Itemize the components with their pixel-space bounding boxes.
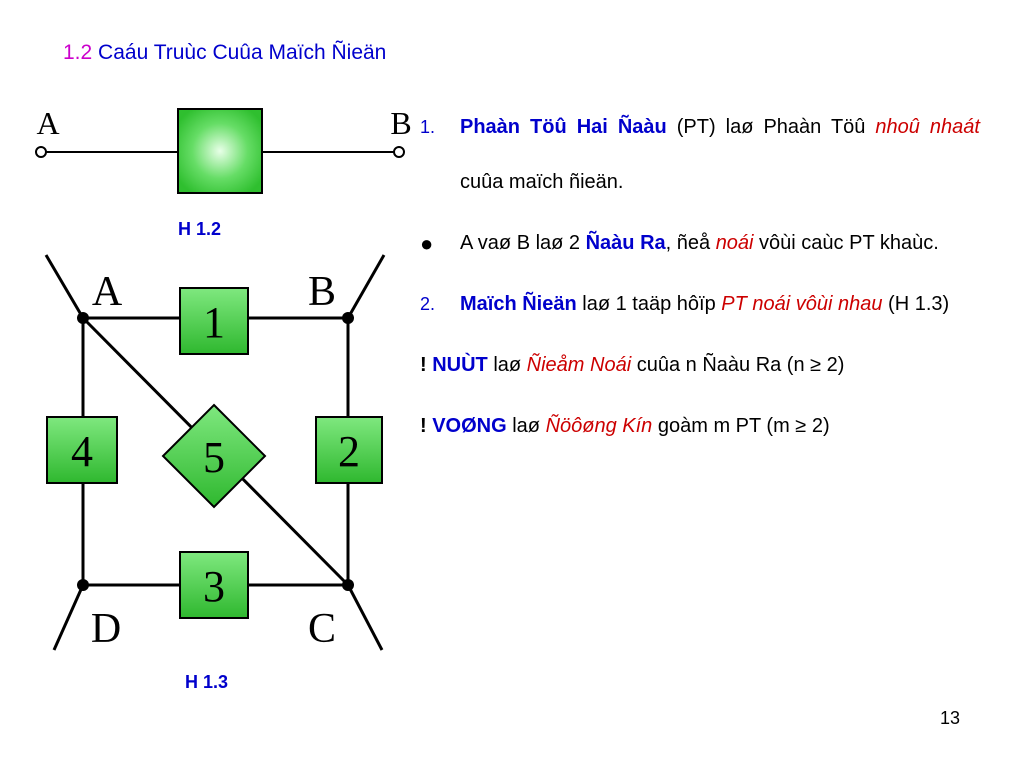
node-a-dot <box>77 312 89 324</box>
term-bold: NUÙT <box>432 354 488 376</box>
text-run: (PT) laø Phaàn Töû <box>666 116 876 138</box>
text-run: laø <box>487 354 527 376</box>
circuit-labels: A B D C 1 2 3 4 5 <box>71 269 360 652</box>
figure-caption-h12: H 1.2 <box>178 219 222 239</box>
definition-loop: ! VOØNG laø Ñöôøng Kín goàm m PT (m ≥ 2) <box>420 399 980 454</box>
node-label-c: C <box>308 606 336 652</box>
term-bold: Ñaàu Ra <box>585 232 666 254</box>
two-terminal-element <box>177 108 263 194</box>
text-run: cuûa n Ñaàu Ra (n ≥ 2) <box>631 354 845 376</box>
list-marker: 1. <box>420 117 436 137</box>
list-item-1: 1.Phaàn Töû Hai Ñaàu (PT) laø Phaàn Töû … <box>420 100 980 210</box>
figure-caption-h13: H 1.3 <box>185 672 229 692</box>
exclamation-mark: ! <box>420 354 433 376</box>
term-italic: nhoû nhaát <box>875 116 980 138</box>
term-italic: noái <box>715 232 754 254</box>
text-run: laø 1 taäp hôïp <box>576 293 722 315</box>
figure-h12: A B <box>35 105 412 194</box>
page-number: 13 <box>940 708 961 728</box>
exclamation-mark: ! <box>420 415 433 437</box>
element-label-4: 4 <box>71 427 93 476</box>
text-run: A vaø B laø 2 <box>460 232 586 254</box>
term-italic: Ñöôøng Kín <box>545 415 653 437</box>
element-3-box <box>179 551 249 619</box>
list-item-2: 2. Maïch Ñieän laø 1 taäp hôïp PT noái vô… <box>420 277 980 332</box>
definition-node: ! NUÙT laø Ñieåm Noái cuûa n Ñaàu Ra (n … <box>420 338 980 393</box>
element-label-1: 1 <box>203 298 225 347</box>
node-c-dot <box>342 579 354 591</box>
circuit-nodes <box>77 312 354 591</box>
terminal-a <box>35 146 47 158</box>
element-5-diamond <box>161 403 267 509</box>
term-bold: Maïch Ñieän <box>460 293 577 315</box>
element-2-box <box>315 416 383 484</box>
terminal-label-b: B <box>390 105 411 141</box>
bullet-icon: ● <box>420 231 434 256</box>
term-bold: Phaàn Töû Hai Ñaàu <box>460 116 667 138</box>
node-label-d: D <box>91 606 121 652</box>
element-1-box <box>179 287 249 355</box>
text-run: vôùi caùc PT khaùc. <box>753 232 939 254</box>
node-d-dot <box>77 579 89 591</box>
term-bold: VOØNG <box>432 415 507 437</box>
term-italic: Ñieåm Noái <box>526 354 632 376</box>
list-marker: 2. <box>420 294 436 314</box>
circuit-components <box>46 287 383 619</box>
bullet-item: ● A vaø B laø 2 Ñaàu Ra, ñeå noái vôùi ca… <box>420 216 980 271</box>
title-text: Caáu Truùc Cuûa Maïch Ñieän <box>98 41 387 64</box>
element-label-5: 5 <box>203 433 225 482</box>
element-label-2: 2 <box>338 427 360 476</box>
slide-title: 1.2 Caáu Truùc Cuûa Maïch Ñieän <box>63 41 386 65</box>
element-label-3: 3 <box>203 562 225 611</box>
text-run: (H 1.3) <box>882 293 950 315</box>
slide-content: 1.Phaàn Töû Hai Ñaàu (PT) laø Phaàn Töû … <box>420 100 980 460</box>
text-run: , ñeå <box>665 232 716 254</box>
text-run: goàm m PT (m ≥ 2) <box>652 415 830 437</box>
terminal-b <box>393 146 405 158</box>
terminal-label-a: A <box>36 105 59 141</box>
node-b-dot <box>342 312 354 324</box>
text-run: laø <box>506 415 546 437</box>
text-run: cuûa maïch ñieän. <box>460 171 624 193</box>
node-label-a: A <box>92 269 123 315</box>
node-label-b: B <box>308 269 336 315</box>
term-italic: PT noái vôùi nhau <box>721 293 883 315</box>
element-4-box <box>46 416 118 484</box>
title-number: 1.2 <box>63 41 93 64</box>
